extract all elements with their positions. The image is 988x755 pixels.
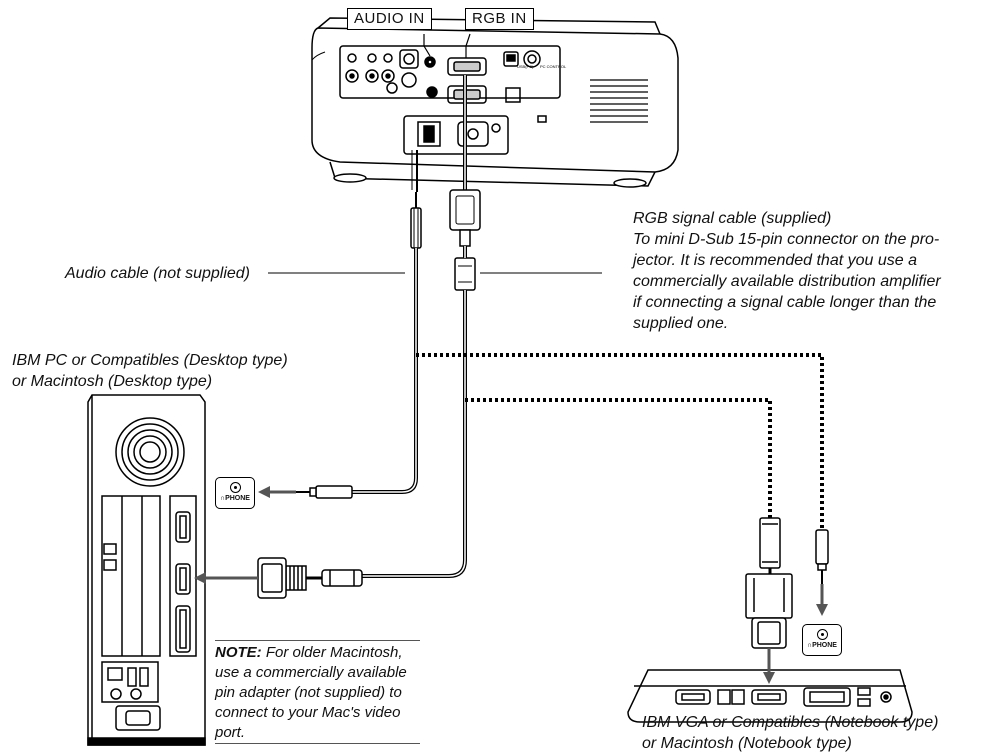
phone-jack-icon xyxy=(816,629,828,640)
arrow-to-notebook-phone xyxy=(816,584,828,616)
desktop-label-line-2: or Macintosh (Desktop type) xyxy=(12,373,213,390)
arrow-to-phone-jack xyxy=(258,486,296,498)
note-line-1-text: For older Macintosh, xyxy=(261,644,403,661)
projector-connector-panel xyxy=(339,45,561,99)
note-line-2: use a commercially available xyxy=(215,664,407,681)
notebook-label-line-2: or Macintosh (Notebook type) xyxy=(642,735,852,752)
note-line-1: NOTE: For older Macintosh, xyxy=(215,643,420,663)
audio-in-label: AUDIO IN xyxy=(347,8,432,30)
notebook-label-line-1: IBM VGA or Compatibles (Notebook type) xyxy=(642,714,939,731)
audio-cable xyxy=(352,150,422,494)
pc-control-port-label: PC CONTROL xyxy=(540,64,567,69)
phone-jack-icon xyxy=(229,482,241,493)
desktop-vga-connector xyxy=(257,557,363,599)
rgb-cable-desc-line-5: supplied one. xyxy=(633,315,729,332)
rgb-cable-title: RGB signal cable (supplied) xyxy=(633,210,832,227)
note-block: NOTE: For older Macintosh, use a commerc… xyxy=(215,640,420,744)
notebook-phone-jack-label: ∩PHONE xyxy=(807,642,837,649)
desktop-pc xyxy=(87,394,206,746)
desktop-phone-jack-label: ∩PHONE xyxy=(220,495,250,502)
note-line-4: connect to your Mac's video xyxy=(215,704,401,721)
audio-cable-label: Audio cable (not supplied) xyxy=(65,265,251,282)
projector-vent xyxy=(590,79,648,123)
rgb-cable xyxy=(362,75,481,578)
fan-icon xyxy=(115,417,185,487)
rgb-cable-desc-line-2: jector. It is recommended that you use a xyxy=(633,252,917,269)
port-leader-lines xyxy=(423,33,471,58)
desktop-vga-port xyxy=(175,563,191,595)
desktop-phone-jack: ∩PHONE xyxy=(215,477,255,509)
desktop-label-line-1: IBM PC or Compatibles (Desktop type) xyxy=(12,352,288,369)
rgb-cable-desc-line-3: commercially available distribution ampl… xyxy=(633,273,941,290)
arrow-to-desktop-vga xyxy=(194,572,258,584)
notebook-pc xyxy=(627,669,913,723)
notebook-phone-jack: ∩PHONE xyxy=(802,624,842,656)
rgb-in-label: RGB IN xyxy=(465,8,534,30)
note-line-3: pin adapter (not supplied) to xyxy=(215,684,402,701)
rgb-cable-desc-line-4: if connecting a signal cable longer than… xyxy=(633,294,937,311)
note-heading: NOTE: xyxy=(215,644,262,661)
rgb-cable-desc-line-1: To mini D-Sub 15-pin connector on the pr… xyxy=(633,231,940,248)
notebook-vga-port xyxy=(751,689,787,705)
arrow-to-notebook-vga xyxy=(763,648,775,684)
desktop-audio-plug xyxy=(296,485,353,499)
notebook-vga-connector xyxy=(745,517,793,649)
notebook-dotted-cables xyxy=(416,353,824,530)
usb-port-label: USB(PC) xyxy=(517,64,534,69)
note-line-5: port. xyxy=(215,724,246,741)
projector xyxy=(311,17,679,188)
notebook-audio-plug xyxy=(815,529,829,584)
